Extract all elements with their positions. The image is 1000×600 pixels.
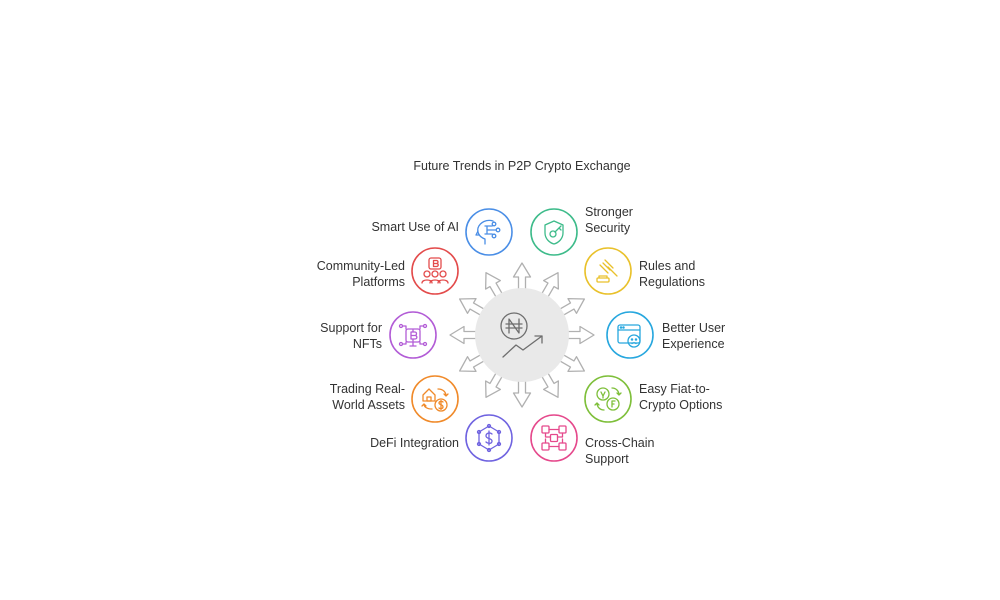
dollar-network-icon: [476, 423, 502, 453]
trend-label-line: DeFi Integration: [370, 436, 459, 450]
trend-circle: [530, 208, 578, 256]
trend-label-line: Stronger: [585, 205, 633, 219]
trend-node-easy-fiat-to-crypto: Easy Fiat-to- Crypto Options: [584, 375, 722, 423]
trend-label: Smart Use of AI: [371, 220, 459, 234]
linked-blocks-icon: [541, 425, 567, 451]
trend-label-line: Smart Use of AI: [371, 220, 459, 234]
trend-label-line: Cross-Chain: [585, 436, 655, 450]
trend-circle: [584, 375, 632, 423]
trend-circle: [606, 311, 654, 359]
community-bitcoin-icon: [421, 257, 449, 284]
trend-label: DeFi Integration: [370, 436, 459, 450]
hub-circle: [475, 288, 569, 382]
trend-label-line: Support: [585, 452, 629, 466]
trend-node-defi-integration: DeFi Integration: [370, 414, 513, 462]
browser-face-icon: [617, 324, 641, 348]
trend-label-line: Support for: [320, 321, 382, 335]
trend-circle: [465, 208, 513, 256]
trend-label-line: Crypto Options: [639, 398, 722, 412]
trend-circle: [530, 414, 578, 462]
trend-label-line: Community-Led: [317, 259, 405, 273]
trend-circle: [584, 247, 632, 295]
shield-key-icon: [544, 220, 564, 245]
trend-node-trading-real-world-assets: Trading Real- World Assets: [330, 375, 459, 423]
bitcoin-network-icon: [398, 323, 428, 347]
trend-label: Easy Fiat-to- Crypto Options: [639, 382, 722, 412]
currency-exchange-icon: [594, 387, 622, 411]
trend-label-line: World Assets: [332, 398, 405, 412]
trend-label-line: Platforms: [352, 275, 405, 289]
trend-label-line: Security: [585, 221, 631, 235]
gavel-icon: [596, 259, 618, 283]
house-dollar-exchange-icon: [421, 388, 449, 412]
trend-label-line: Experience: [662, 337, 725, 351]
trend-node-smart-use-of-ai: Smart Use of AI: [371, 208, 513, 256]
trend-label-line: Regulations: [639, 275, 705, 289]
ai-head-icon: [475, 219, 501, 245]
trend-label-line: Easy Fiat-to-: [639, 382, 710, 396]
trend-label-line: NFTs: [353, 337, 382, 351]
trend-label: Trading Real- World Assets: [330, 382, 405, 412]
trend-label-line: Rules and: [639, 259, 695, 273]
trend-label-line: Better User: [662, 321, 725, 335]
naira-currency-trend-icon: [500, 312, 543, 358]
diagram-title: Future Trends in P2P Crypto Exchange: [413, 159, 630, 173]
hub: [475, 288, 569, 382]
trend-label-line: Trading Real-: [330, 382, 405, 396]
